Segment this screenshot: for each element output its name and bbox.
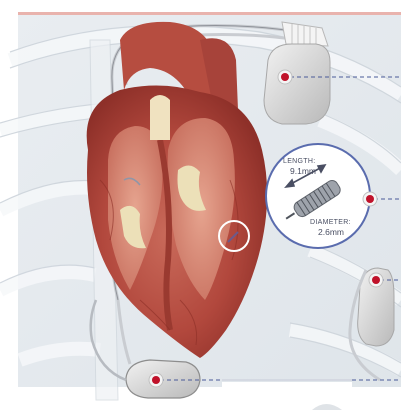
marker-dot-top-device	[278, 70, 292, 84]
diameter-value: 2.6mm	[318, 227, 344, 237]
marker-dot-right-device	[369, 273, 383, 287]
length-value: 9.1mm	[290, 166, 316, 176]
pulse-generator-top	[264, 44, 330, 124]
length-label: LENGTH:	[283, 157, 323, 166]
marker-dot-bottom-device	[149, 373, 163, 387]
diameter-label: DIAMETER:	[310, 218, 360, 227]
marker-dot-inset	[363, 192, 377, 206]
